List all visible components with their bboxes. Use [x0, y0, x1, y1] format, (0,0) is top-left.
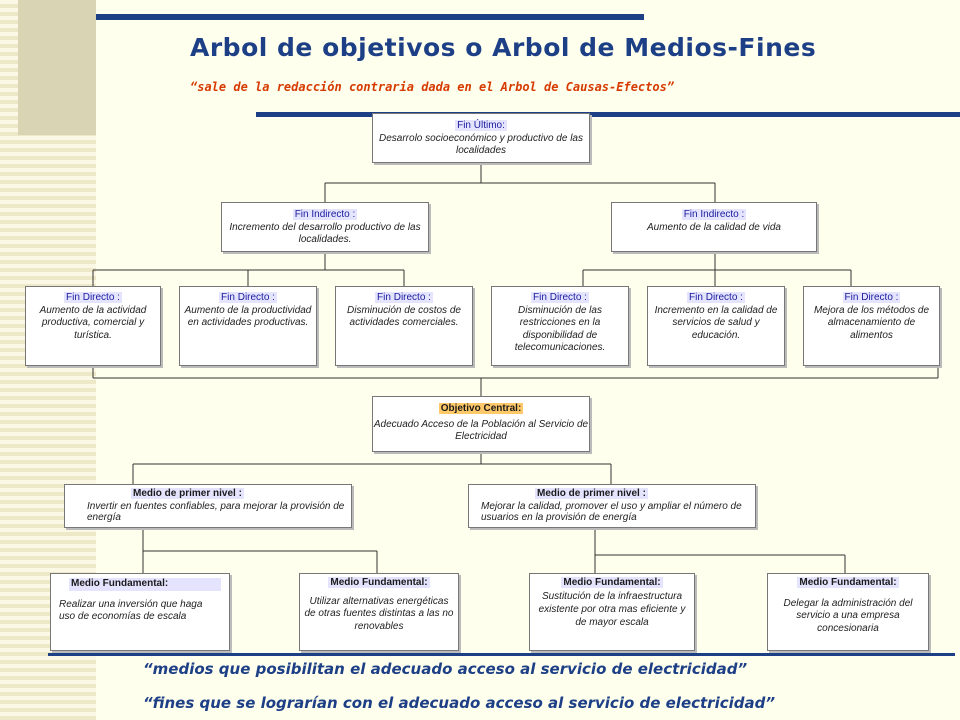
- objetivo-central-box: Objetivo Central: Adecuado Acceso de la …: [372, 396, 590, 452]
- fin-directo-text: Incremento en la calidad de servicios de…: [654, 304, 778, 341]
- decorative-top-bar: [96, 14, 644, 20]
- fin-directo-text: Aumento de la productividad en actividad…: [184, 304, 312, 329]
- fin-directo-label: Fin Directo :: [531, 292, 589, 303]
- fin-ultimo-text: Desarrolo socioeconómico y productivo de…: [379, 132, 583, 157]
- fin-directo-box: Fin Directo : Disminución de las restric…: [491, 286, 629, 366]
- medio-fundamental-box: Medio Fundamental: Sustitución de la inf…: [529, 573, 695, 651]
- medio-primer-nivel-text: Mejorar la calidad, promover el uso y am…: [481, 500, 742, 523]
- fin-indirecto-text: Aumento de la calidad de vida: [647, 221, 781, 233]
- medio-primer-nivel-box: Medio de primer nivel : Invertir en fuen…: [64, 484, 352, 528]
- medio-primer-nivel-label: Medio de primer nivel :: [131, 488, 244, 499]
- decorative-bottom-bar: [48, 653, 955, 656]
- fin-directo-label: Fin Directo :: [219, 292, 277, 303]
- fin-indirecto-label: Fin Indirecto :: [681, 209, 747, 220]
- medio-fundamental-label: Medio Fundamental:: [797, 577, 899, 588]
- medio-fundamental-box: Medio Fundamental: Delegar la administra…: [767, 573, 929, 651]
- fin-directo-text: Disminución de las restricciones en la d…: [514, 304, 606, 354]
- objetivo-central-text: Adecuado Acceso de la Población al Servi…: [373, 418, 589, 443]
- objetivo-central-label: Objetivo Central:: [438, 403, 524, 414]
- medio-fundamental-label: Medio Fundamental:: [69, 578, 221, 591]
- fin-directo-box: Fin Directo : Incremento en la calidad d…: [647, 286, 785, 366]
- fin-directo-label: Fin Directo :: [375, 292, 433, 303]
- fin-directo-box: Fin Directo : Aumento de la productivida…: [179, 286, 317, 366]
- decorative-tan-block: [18, 0, 96, 135]
- fin-ultimo-box: Fin Último: Desarrolo socioeconómico y p…: [372, 113, 590, 163]
- page-title: Arbol de objetivos o Arbol de Medios-Fin…: [190, 33, 817, 62]
- medio-fundamental-box: Medio Fundamental: Utilizar alternativas…: [299, 573, 459, 651]
- page-subtitle: “sale de la redacción contraria dada en …: [190, 80, 675, 94]
- fin-indirecto-box: Fin Indirecto : Aumento de la calidad de…: [611, 202, 817, 252]
- fin-directo-text: Mejora de los métodos de almacenamiento …: [813, 304, 930, 341]
- fin-indirecto-label: Fin Indirecto :: [292, 209, 358, 220]
- medio-fundamental-text: Delegar la administración del servicio a…: [783, 597, 913, 634]
- medio-primer-nivel-text: Invertir en fuentes confiables, para mej…: [87, 500, 345, 523]
- medio-fundamental-text: Sustitución de la infraestructura existe…: [538, 590, 686, 628]
- medio-fundamental-text: Realizar una inversión que haga uso de e…: [59, 598, 203, 623]
- fin-directo-label: Fin Directo :: [842, 292, 901, 303]
- footer-fines-caption: “fines que se lograrían con el adecuado …: [143, 694, 776, 712]
- fin-directo-text: Disminución de costos de actividades com…: [347, 304, 461, 329]
- fin-ultimo-label: Fin Último:: [455, 120, 507, 131]
- fin-indirecto-text: Incremento del desarrollo productivo de …: [229, 221, 421, 246]
- medio-fundamental-text: Utilizar alternativas energéticas de otr…: [304, 595, 454, 632]
- decorative-mid-bar: [256, 112, 960, 117]
- medio-primer-nivel-box: Medio de primer nivel : Mejorar la calid…: [468, 484, 756, 528]
- fin-directo-text: Aumento de la actividad productiva, come…: [39, 304, 147, 341]
- fin-directo-box: Fin Directo : Aumento de la actividad pr…: [25, 286, 161, 366]
- fin-directo-box: Fin Directo : Disminución de costos de a…: [335, 286, 473, 366]
- fin-directo-box: Fin Directo : Mejora de los métodos de a…: [803, 286, 940, 366]
- medio-fundamental-box: Medio Fundamental: Realizar una inversió…: [50, 573, 230, 651]
- footer-medios-caption: “medios que posibilitan el adecuado acce…: [143, 660, 748, 678]
- fin-directo-label: Fin Directo :: [64, 292, 122, 303]
- medio-primer-nivel-label: Medio de primer nivel :: [535, 488, 648, 499]
- fin-indirecto-box: Fin Indirecto : Incremento del desarroll…: [221, 202, 429, 252]
- fin-directo-label: Fin Directo :: [687, 292, 745, 303]
- medio-fundamental-label: Medio Fundamental:: [328, 577, 430, 588]
- medio-fundamental-label: Medio Fundamental:: [561, 577, 663, 588]
